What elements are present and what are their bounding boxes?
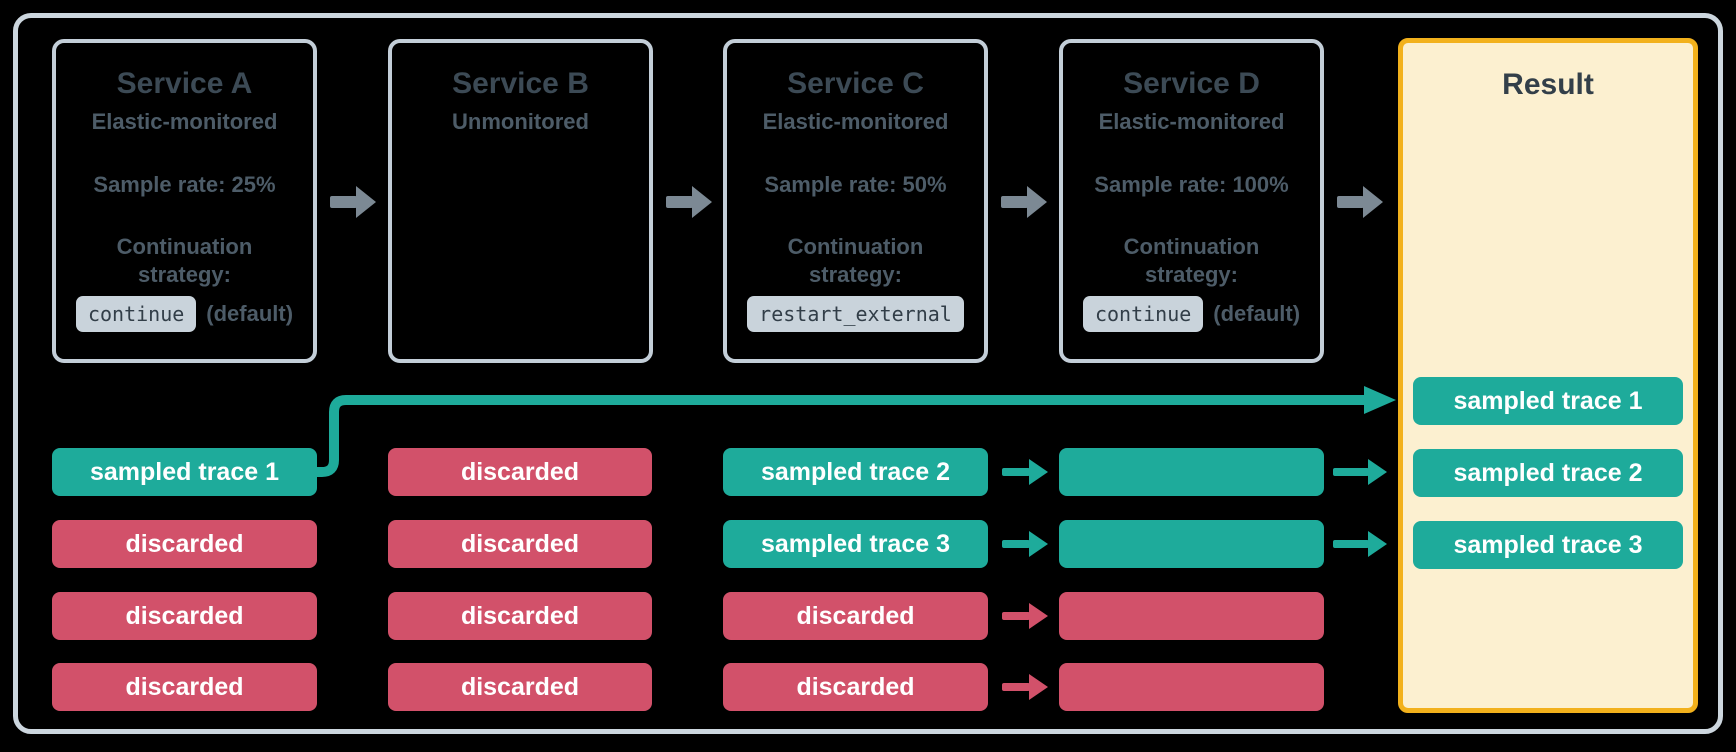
trace-badge: discarded (723, 592, 988, 640)
code-badge: continue (75, 296, 197, 332)
trace-badge (1059, 520, 1324, 568)
strategy-label-line2: strategy: (1145, 262, 1238, 287)
service-b-monitoring: Unmonitored (452, 109, 589, 134)
service-a-title: Service A (116, 67, 253, 100)
service-b-box: Service B Unmonitored (388, 39, 653, 363)
flow-arrow-c-to-d (1001, 186, 1047, 218)
trace-badge: discarded (52, 520, 317, 568)
code-badge: continue (1082, 296, 1204, 332)
result-title: Result (1502, 68, 1594, 101)
service-c-title: Service C (787, 67, 924, 100)
strategy-label-line2: strategy: (138, 262, 231, 287)
trace-badge: discarded (723, 663, 988, 711)
strategy-label-line1: Continuation (116, 234, 253, 259)
trace-badge: discarded (52, 663, 317, 711)
code-badge: restart_external (747, 296, 964, 332)
service-d-box: Service D Elastic-monitored Sample rate:… (1059, 39, 1324, 363)
result-box: Result (1398, 38, 1698, 713)
trace-badge: sampled trace 1 (52, 448, 317, 496)
service-d-strategy-value: continue (default) (1063, 296, 1320, 332)
trace-badge: discarded (388, 663, 652, 711)
service-a-sample-rate: Sample rate: 25% (93, 172, 276, 197)
trace-badge: sampled trace 2 (723, 448, 988, 496)
strategy-suffix: (default) (1213, 301, 1301, 326)
trace-badge (1059, 663, 1324, 711)
trace-badge: discarded (388, 520, 652, 568)
service-c-strategy-value: restart_external (727, 296, 984, 332)
strategy-label-line1: Continuation (787, 234, 924, 259)
trace-badge (1059, 592, 1324, 640)
row-arrow-c-d-2 (1002, 531, 1048, 557)
service-d-sample-rate: Sample rate: 100% (1094, 172, 1289, 197)
row-arrow-d-result-2 (1333, 531, 1387, 557)
service-a-monitoring: Elastic-monitored (91, 109, 278, 134)
strategy-suffix: (default) (206, 301, 294, 326)
service-d-monitoring: Elastic-monitored (1098, 109, 1285, 134)
service-c-monitoring: Elastic-monitored (762, 109, 949, 134)
result-trace-badge: sampled trace 1 (1413, 377, 1683, 425)
trace-badge: sampled trace 3 (723, 520, 988, 568)
strategy-label-line1: Continuation (1123, 234, 1260, 259)
trace-badge: discarded (388, 448, 652, 496)
flow-arrow-b-to-c (666, 186, 712, 218)
service-a-strategy-label: Continuation strategy: (56, 233, 313, 289)
service-d-strategy-label: Continuation strategy: (1063, 233, 1320, 289)
flow-arrow-a-to-b (330, 186, 376, 218)
strategy-label-line2: strategy: (809, 262, 902, 287)
service-b-title: Service B (452, 67, 589, 100)
flow-arrow-d-to-result (1337, 186, 1383, 218)
service-a-strategy-value: continue (default) (56, 296, 313, 332)
row-arrow-c-d-1 (1002, 459, 1048, 485)
trace-badge: discarded (52, 592, 317, 640)
row-arrow-c-d-3 (1002, 603, 1048, 629)
outer-frame (13, 13, 1723, 734)
trace-badge (1059, 448, 1324, 496)
row-arrow-d-result-1 (1333, 459, 1387, 485)
service-c-strategy-label: Continuation strategy: (727, 233, 984, 289)
service-c-box: Service C Elastic-monitored Sample rate:… (723, 39, 988, 363)
service-a-box: Service A Elastic-monitored Sample rate:… (52, 39, 317, 363)
service-d-title: Service D (1123, 67, 1260, 100)
service-c-sample-rate: Sample rate: 50% (764, 172, 947, 197)
result-trace-badge: sampled trace 2 (1413, 449, 1683, 497)
row-arrow-c-d-4 (1002, 674, 1048, 700)
result-trace-badge: sampled trace 3 (1413, 521, 1683, 569)
trace-badge: discarded (388, 592, 652, 640)
